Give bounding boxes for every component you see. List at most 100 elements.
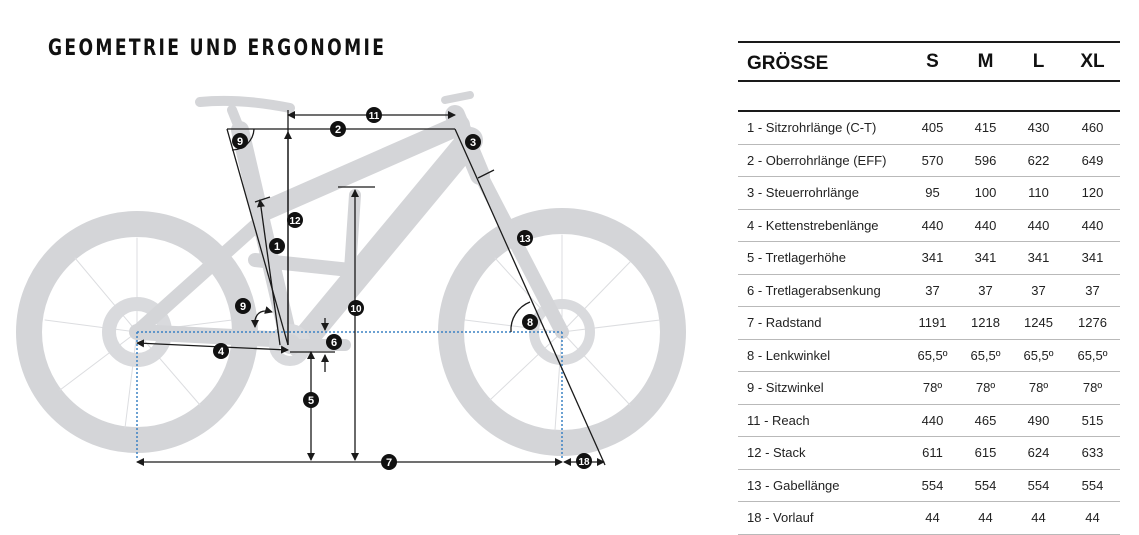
- size-xl-header: XL: [1065, 41, 1120, 82]
- table-row: 13 - Gabellänge 554 554 554 554: [738, 469, 1120, 502]
- cell-l: 440: [1012, 209, 1065, 242]
- svg-text:1: 1: [274, 241, 280, 253]
- row-label: 8 - Lenkwinkel: [738, 339, 906, 372]
- table-row: 1 - Sitzrohrlänge (C-T) 405 415 430 460: [738, 111, 1120, 145]
- cell-s: 611: [906, 436, 959, 470]
- cell-s: 95: [906, 176, 959, 210]
- cell-m: 415: [959, 111, 1012, 145]
- cell-xl: 44: [1065, 501, 1120, 535]
- svg-text:9: 9: [237, 136, 243, 148]
- svg-text:13: 13: [519, 234, 531, 245]
- svg-text:11: 11: [369, 111, 380, 122]
- svg-text:7: 7: [386, 457, 392, 469]
- badge-4: 4: [213, 343, 229, 359]
- svg-text:4: 4: [218, 346, 225, 358]
- svg-text:3: 3: [470, 137, 476, 149]
- table-row: 6 - Tretlagerabsenkung 37 37 37 37: [738, 274, 1120, 307]
- row-label: 13 - Gabellänge: [738, 469, 906, 502]
- table-row: 18 - Vorlauf 44 44 44 44: [738, 501, 1120, 535]
- badge-9-lower: 9: [235, 298, 251, 314]
- badge-10: 10: [348, 300, 364, 316]
- bike-geometry-diagram: 1 2 3 4 5 6 7 8 9 9 10 11 12 13 18: [16, 91, 686, 470]
- svg-text:6: 6: [331, 337, 337, 349]
- table-row: 9 - Sitzwinkel 78º 78º 78º 78º: [738, 371, 1120, 405]
- svg-text:9: 9: [240, 301, 246, 313]
- cell-l: 78º: [1012, 371, 1065, 405]
- cell-m: 37: [959, 274, 1012, 307]
- badge-18: 18: [576, 453, 592, 469]
- svg-text:8: 8: [527, 317, 533, 329]
- row-label: 1 - Sitzrohrlänge (C-T): [738, 111, 906, 145]
- cell-s: 405: [906, 111, 959, 145]
- table-row: 2 - Oberrohrlänge (EFF) 570 596 622 649: [738, 144, 1120, 177]
- cell-l: 624: [1012, 436, 1065, 470]
- cell-m: 65,5º: [959, 339, 1012, 372]
- svg-text:2: 2: [335, 124, 341, 136]
- table-row: 7 - Radstand 1191 1218 1245 1276: [738, 306, 1120, 340]
- front-wheel: [438, 208, 686, 456]
- cell-s: 78º: [906, 371, 959, 405]
- cell-xl: 341: [1065, 241, 1120, 275]
- row-label: 6 - Tretlagerabsenkung: [738, 274, 906, 307]
- cell-l: 341: [1012, 241, 1065, 275]
- cell-xl: 649: [1065, 144, 1120, 177]
- cell-l: 430: [1012, 111, 1065, 145]
- cell-s: 440: [906, 209, 959, 242]
- svg-text:12: 12: [289, 216, 301, 227]
- badge-9-seat: 9: [232, 133, 248, 149]
- cell-s: 37: [906, 274, 959, 307]
- svg-text:5: 5: [308, 395, 314, 407]
- row-label: 3 - Steuerrohrlänge: [738, 176, 906, 210]
- cell-s: 554: [906, 469, 959, 502]
- cell-l: 37: [1012, 274, 1065, 307]
- cell-l: 622: [1012, 144, 1065, 177]
- size-m-header: M: [959, 41, 1012, 82]
- table-row: 11 - Reach 440 465 490 515: [738, 404, 1120, 437]
- cell-m: 1218: [959, 306, 1012, 340]
- cell-xl: 440: [1065, 209, 1120, 242]
- row-label: 12 - Stack: [738, 436, 906, 470]
- row-label: 9 - Sitzwinkel: [738, 371, 906, 405]
- cell-s: 44: [906, 501, 959, 535]
- cell-m: 341: [959, 241, 1012, 275]
- cell-m: 440: [959, 209, 1012, 242]
- cell-xl: 633: [1065, 436, 1120, 470]
- badge-5: 5: [303, 392, 319, 408]
- row-label: 18 - Vorlauf: [738, 501, 906, 535]
- size-header-label: GRÖSSE: [738, 41, 906, 82]
- table-row: 4 - Kettenstrebenlänge 440 440 440 440: [738, 209, 1120, 242]
- table-spacer-row: [738, 81, 1120, 112]
- table-row: 5 - Tretlagerhöhe 341 341 341 341: [738, 241, 1120, 275]
- geometry-table: GRÖSSE S M L XL 1 - Sitzrohrlänge (C-T) …: [738, 41, 1120, 535]
- cell-xl: 65,5º: [1065, 339, 1120, 372]
- cell-m: 554: [959, 469, 1012, 502]
- table-row: 8 - Lenkwinkel 65,5º 65,5º 65,5º 65,5º: [738, 339, 1120, 372]
- cell-l: 554: [1012, 469, 1065, 502]
- bike-silhouette: [16, 91, 686, 456]
- size-s-header: S: [906, 41, 959, 82]
- cell-xl: 78º: [1065, 371, 1120, 405]
- table-row: 3 - Steuerrohrlänge 95 100 110 120: [738, 176, 1120, 210]
- cell-m: 78º: [959, 371, 1012, 405]
- cell-s: 341: [906, 241, 959, 275]
- badge-7: 7: [381, 454, 397, 470]
- cell-xl: 37: [1065, 274, 1120, 307]
- table-header-row: GRÖSSE S M L XL: [738, 41, 1120, 82]
- cell-m: 615: [959, 436, 1012, 470]
- cell-s: 65,5º: [906, 339, 959, 372]
- cell-s: 1191: [906, 306, 959, 340]
- table-row: 12 - Stack 611 615 624 633: [738, 436, 1120, 470]
- cell-xl: 460: [1065, 111, 1120, 145]
- cell-s: 570: [906, 144, 959, 177]
- row-label: 4 - Kettenstrebenlänge: [738, 209, 906, 242]
- badge-3: 3: [465, 134, 481, 150]
- cell-xl: 120: [1065, 176, 1120, 210]
- cell-xl: 1276: [1065, 306, 1120, 340]
- cell-m: 100: [959, 176, 1012, 210]
- cell-l: 110: [1012, 176, 1065, 210]
- svg-text:18: 18: [578, 457, 590, 468]
- row-label: 7 - Radstand: [738, 306, 906, 340]
- cell-s: 440: [906, 404, 959, 437]
- cell-l: 490: [1012, 404, 1065, 437]
- reference-lines: [136, 331, 563, 460]
